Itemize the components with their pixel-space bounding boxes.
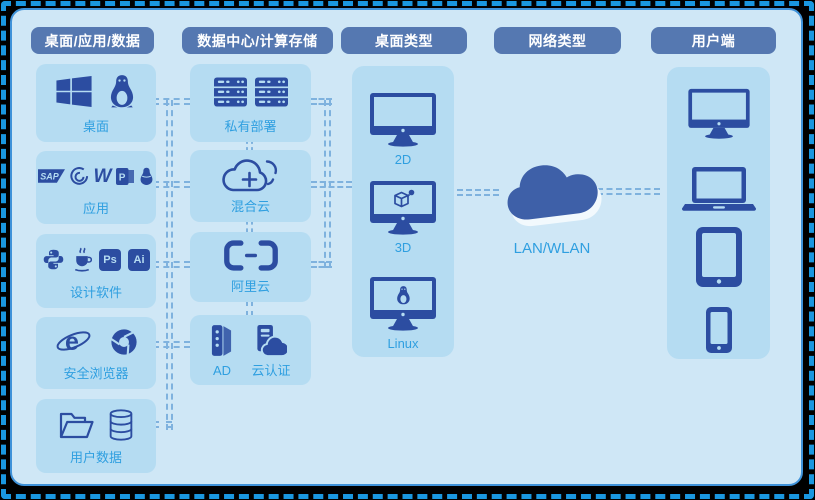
- hybrid-cloud-icon: [218, 154, 284, 196]
- cloud-auth-item: 云认证: [251, 323, 291, 378]
- group-user-data: 用户数据: [36, 399, 156, 473]
- header-label: 网络类型: [528, 32, 587, 49]
- folder-icon: [59, 411, 94, 439]
- alibaba-cloud-icon: [223, 240, 279, 271]
- java-cup-icon: [72, 247, 92, 272]
- connector-stub: [153, 261, 190, 268]
- group-secure-browser: e 安全浏览器: [36, 317, 156, 389]
- group-label: 桌面: [82, 119, 109, 134]
- header-label: 数据中心/计算存储: [197, 32, 318, 49]
- connector-stub: [153, 181, 190, 188]
- group-hybrid-cloud: 混合云: [190, 150, 311, 222]
- windows-logo-icon: [56, 76, 92, 107]
- connector-stub: [153, 421, 172, 428]
- connector-gap: [246, 300, 253, 317]
- group-label: 2D: [394, 152, 412, 167]
- connector-stub: [153, 98, 190, 105]
- connector-stub: [311, 181, 352, 188]
- svg-text:P: P: [119, 172, 126, 183]
- ad-server-item: AD: [210, 323, 233, 378]
- network-cloud-icon: [496, 148, 614, 236]
- group-desktop: 桌面: [36, 64, 156, 142]
- server-rack-icon: [213, 76, 247, 107]
- group-label: 安全浏览器: [63, 366, 129, 381]
- smartphone-icon: [706, 307, 732, 353]
- group-label: 混合云: [230, 199, 270, 214]
- qq-penguin-icon: [139, 167, 154, 186]
- illustrator-badge-icon: Ai: [128, 248, 150, 271]
- group-ad-cloud-auth: AD 云认证: [190, 315, 311, 385]
- sap-logo-icon: SAP: [37, 169, 65, 183]
- cloud-auth-icon: [254, 323, 288, 358]
- tablet-icon: [696, 227, 742, 287]
- desktop-2d-item: 2D: [352, 92, 454, 167]
- group-design-software: Ps Ai 设计软件: [36, 234, 156, 308]
- connector-stub: [153, 341, 190, 348]
- column-header-network-type: 网络类型: [494, 27, 621, 54]
- ie-browser-icon: e: [55, 326, 92, 357]
- group-label: Linux: [387, 336, 419, 351]
- svg-text:SAP: SAP: [40, 172, 60, 182]
- group-label: 应用: [82, 201, 109, 216]
- group-alibaba-cloud: 阿里云: [190, 232, 311, 302]
- group-label: 设计软件: [69, 285, 122, 300]
- desktop-monitor-icon: [687, 88, 751, 140]
- wps-logo-icon: W: [93, 165, 112, 187]
- group-label: AD: [212, 363, 232, 378]
- desktop-linux-item: Linux: [352, 276, 454, 351]
- monitor-3d-icon: [369, 180, 437, 236]
- connector-gap: [246, 139, 253, 152]
- group-label: 用户数据: [69, 450, 122, 465]
- photoshop-badge-icon: Ps: [99, 248, 121, 271]
- group-label: 3D: [394, 240, 412, 255]
- group-label: 私有部署: [224, 119, 277, 134]
- connector-col4-col5: [597, 188, 660, 195]
- connector-col2-col3-trunk: [324, 100, 331, 268]
- laptop-icon: [681, 166, 757, 212]
- column-header-desktop-app-data: 桌面/应用/数据: [31, 27, 154, 54]
- ad-server-icon: [210, 323, 233, 358]
- monitor-2d-icon: [369, 92, 437, 148]
- group-label: 阿里云: [230, 279, 270, 294]
- connector-col1-col2-trunk: [166, 100, 173, 430]
- svg-text:e: e: [65, 328, 79, 356]
- desktop-3d-item: 3D: [352, 180, 454, 255]
- database-icon: [108, 408, 134, 441]
- tux-penguin-icon: [108, 74, 136, 109]
- chrome-browser-icon: [109, 328, 138, 356]
- server-rack-icon: [254, 76, 288, 107]
- header-label: 桌面/应用/数据: [44, 32, 141, 49]
- header-label: 桌面类型: [375, 32, 433, 49]
- connector-stub: [311, 98, 332, 105]
- connector-gap: [246, 219, 253, 234]
- office-p-icon: P: [116, 167, 135, 185]
- group-label: 云认证: [251, 363, 291, 378]
- column-header-client: 用户端: [651, 27, 776, 54]
- header-label: 用户端: [691, 32, 736, 49]
- column-header-datacenter: 数据中心/计算存储: [182, 27, 333, 54]
- group-apps: SAP W P: [36, 151, 156, 224]
- group-private-deploy: 私有部署: [190, 64, 311, 142]
- monitor-linux-icon: [369, 276, 437, 332]
- python-logo-icon: [42, 248, 65, 271]
- connector-stub: [311, 261, 332, 268]
- column-header-desktop-type: 桌面类型: [341, 27, 467, 54]
- network-label: LAN/WLAN: [513, 240, 591, 257]
- connector-col3-col4: [457, 189, 499, 196]
- kingdee-spiral-icon: [69, 166, 89, 186]
